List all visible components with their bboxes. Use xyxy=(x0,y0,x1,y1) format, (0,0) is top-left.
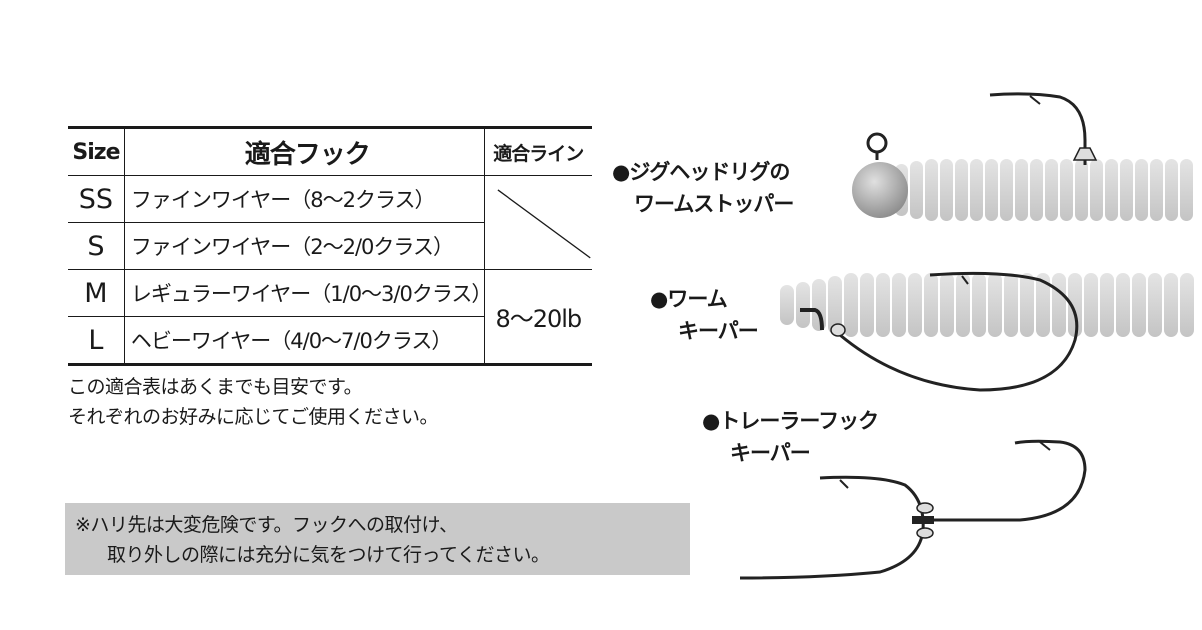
worm-segment xyxy=(844,273,858,337)
worm-segment xyxy=(1068,273,1082,337)
worm-segment xyxy=(1100,273,1114,337)
warning-line: 取り外しの際には充分に気をつけて行ってください。 xyxy=(107,544,550,566)
worm-segment xyxy=(1180,273,1194,337)
worm-segment xyxy=(908,273,922,337)
worm-segment xyxy=(1030,159,1043,221)
worm-segment xyxy=(910,161,923,219)
worm-segment xyxy=(988,273,1002,337)
worm-segment xyxy=(1105,159,1118,221)
worm-segment xyxy=(828,276,842,334)
label-line: キーパー xyxy=(730,441,811,465)
diagonal-slash xyxy=(485,176,592,269)
worm-segment xyxy=(972,273,986,337)
hook-cell: ヘビーワイヤー（4/0～7/0クラス） xyxy=(123,316,485,365)
worm-segment xyxy=(925,159,938,221)
hook-compatibility-table: Size 適合フック 適合ライン SS ファインワイヤー（8～2クラス） S フ… xyxy=(68,126,592,366)
worm-segment xyxy=(1132,273,1146,337)
warning-line: ※ハリ先は大変危険です。フックへの取付け、 xyxy=(75,514,458,536)
worm-segment xyxy=(1075,159,1088,221)
label-line: キーパー xyxy=(678,319,759,343)
worm-segment xyxy=(940,273,954,337)
worm-segment xyxy=(1180,159,1193,221)
trailer-hook-illustration xyxy=(739,439,1087,580)
worm-segment xyxy=(796,282,810,328)
size-cell: S xyxy=(68,222,125,270)
note-line: この適合表はあくまでも目安です。 xyxy=(68,376,363,398)
worm-segment xyxy=(1060,159,1073,221)
worm-segment xyxy=(1020,273,1034,337)
worm-segment xyxy=(956,273,970,337)
table-notes: この適合表はあくまでも目安です。 それぞれのお好みに応じてご使用ください。 xyxy=(68,372,439,432)
worm-segment xyxy=(812,279,826,331)
worm-segment xyxy=(1004,273,1018,337)
worm-segment xyxy=(892,273,906,337)
hook-cell: ファインワイヤー（2～2/0クラス） xyxy=(123,222,485,270)
worm-segment xyxy=(1052,273,1066,337)
table-row: M レギュラーワイヤー（1/0～3/0クラス） 8～20lb xyxy=(68,269,592,365)
jighead-worm-illustration xyxy=(852,92,1193,221)
worm-segment xyxy=(1036,273,1050,337)
label-line: ワームストッパー xyxy=(634,192,794,216)
hook-cell: レギュラーワイヤー（1/0～3/0クラス） xyxy=(123,269,492,317)
label-line: ●トレーラーフック xyxy=(702,409,879,433)
table-header-row: Size 適合フック 適合ライン xyxy=(68,127,592,176)
worm-segment xyxy=(1148,273,1162,337)
size-cell: SS xyxy=(68,175,125,223)
worm-segment xyxy=(1000,159,1013,221)
table-row: S ファインワイヤー（2～2/0クラス） xyxy=(68,222,592,270)
worm-segment xyxy=(1150,159,1163,221)
worm-segment xyxy=(1090,159,1103,221)
label-trailer-keeper: ●トレーラーフック キーパー xyxy=(702,405,879,469)
size-cell: M xyxy=(68,269,125,317)
worm-segment xyxy=(955,159,968,221)
table-row: SS ファインワイヤー（8～2クラス） xyxy=(68,175,592,270)
header-hook: 適合フック xyxy=(123,127,485,176)
worm-segment xyxy=(985,159,998,221)
worm-segment xyxy=(876,273,890,337)
worm-segment xyxy=(970,159,983,221)
label-line: ●ジグヘッドリグの xyxy=(612,160,790,184)
line-cell-empty xyxy=(483,175,592,270)
line-cell: 8～20lb xyxy=(483,269,592,365)
size-cell: L xyxy=(68,316,125,365)
worm-segment xyxy=(1164,273,1178,337)
worm-segment xyxy=(780,285,794,325)
worm-segment xyxy=(860,273,874,337)
header-size: Size xyxy=(68,127,125,176)
worm-segment xyxy=(1045,159,1058,221)
worm-segment xyxy=(1120,159,1133,221)
label-worm-keeper: ●ワーム キーパー xyxy=(650,283,759,347)
header-line: 適合ライン xyxy=(483,127,592,176)
warning-box: ※ハリ先は大変危険です。フックへの取付け、 取り外しの際には充分に気をつけて行っ… xyxy=(65,503,690,575)
table-row: L ヘビーワイヤー（4/0～7/0クラス） xyxy=(68,316,592,365)
worm-keeper-illustration xyxy=(780,271,1194,392)
worm-segment xyxy=(924,273,938,337)
note-line: それぞれのお好みに応じてご使用ください。 xyxy=(68,406,439,428)
worm-segment xyxy=(1015,159,1028,221)
label-line: ●ワーム xyxy=(650,287,728,311)
worm-segment xyxy=(1084,273,1098,337)
worm-segment xyxy=(1135,159,1148,221)
worm-segment xyxy=(1165,159,1178,221)
label-jighead: ●ジグヘッドリグの ワームストッパー xyxy=(612,156,794,220)
worm-segment xyxy=(940,159,953,221)
worm-segment xyxy=(1116,273,1130,337)
hook-cell: ファインワイヤー（8～2クラス） xyxy=(123,175,485,223)
